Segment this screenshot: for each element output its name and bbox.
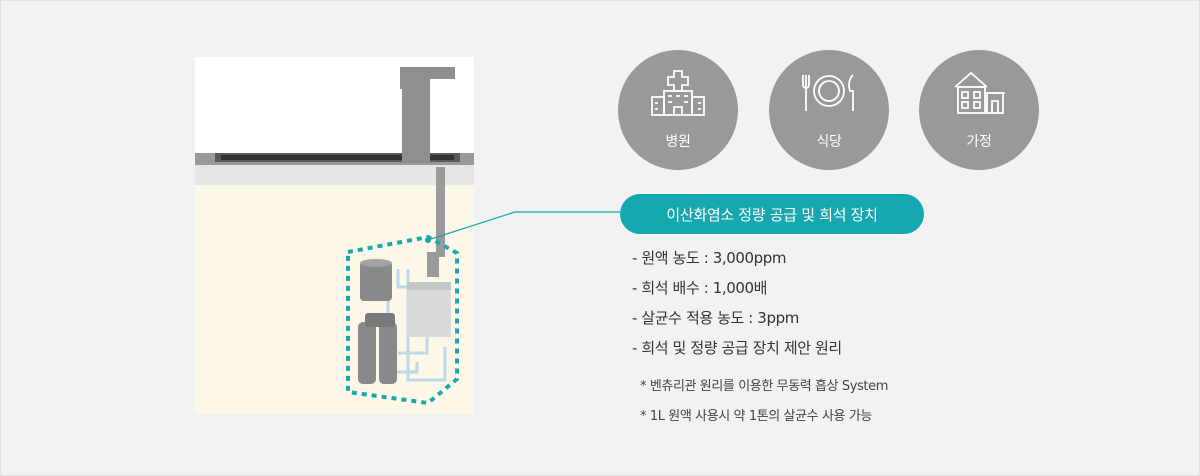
usage-label: 가정: [966, 134, 992, 150]
spec-item: - 원액 농도 : 3,000ppm: [632, 249, 787, 267]
device-label-pill: 이산화염소 정량 공급 및 희석 장치: [620, 194, 924, 234]
usage-label: 식당: [816, 134, 842, 150]
house-icon: [954, 71, 1005, 114]
usage-restaurant: 식당: [769, 50, 889, 170]
usage-hospital: 병원: [618, 50, 738, 170]
spec-item: - 희석 배수 : 1,000배: [632, 279, 768, 297]
filter-left: [358, 322, 376, 384]
usage-places: 병원 식당 가정: [0, 50, 1200, 170]
note-item: * 벤츄리관 원리를 이용한 무동력 흡상 System: [640, 379, 888, 394]
spec-list: - 원액 농도 : 3,000ppm - 희석 배수 : 1,000배 - 살균…: [632, 243, 1152, 363]
hospital-icon: [651, 70, 705, 116]
spec-item: - 희석 및 정량 공급 장치 제안 원리: [632, 339, 842, 357]
sink-installation-illustration: [195, 57, 474, 414]
note-list: * 벤츄리관 원리를 이용한 무동력 흡상 System * 1L 원액 사용시…: [640, 372, 1160, 432]
usage-label: 병원: [665, 134, 691, 150]
usage-home: 가정: [919, 50, 1039, 170]
note-item: * 1L 원액 사용시 약 1톤의 살균수 사용 가능: [640, 409, 872, 424]
dosing-device: [407, 282, 451, 337]
chemical-tank: [360, 261, 392, 301]
filter-right: [379, 322, 397, 384]
spec-item: - 살균수 적용 농도 : 3ppm: [632, 309, 799, 327]
restaurant-icon: [802, 74, 854, 111]
